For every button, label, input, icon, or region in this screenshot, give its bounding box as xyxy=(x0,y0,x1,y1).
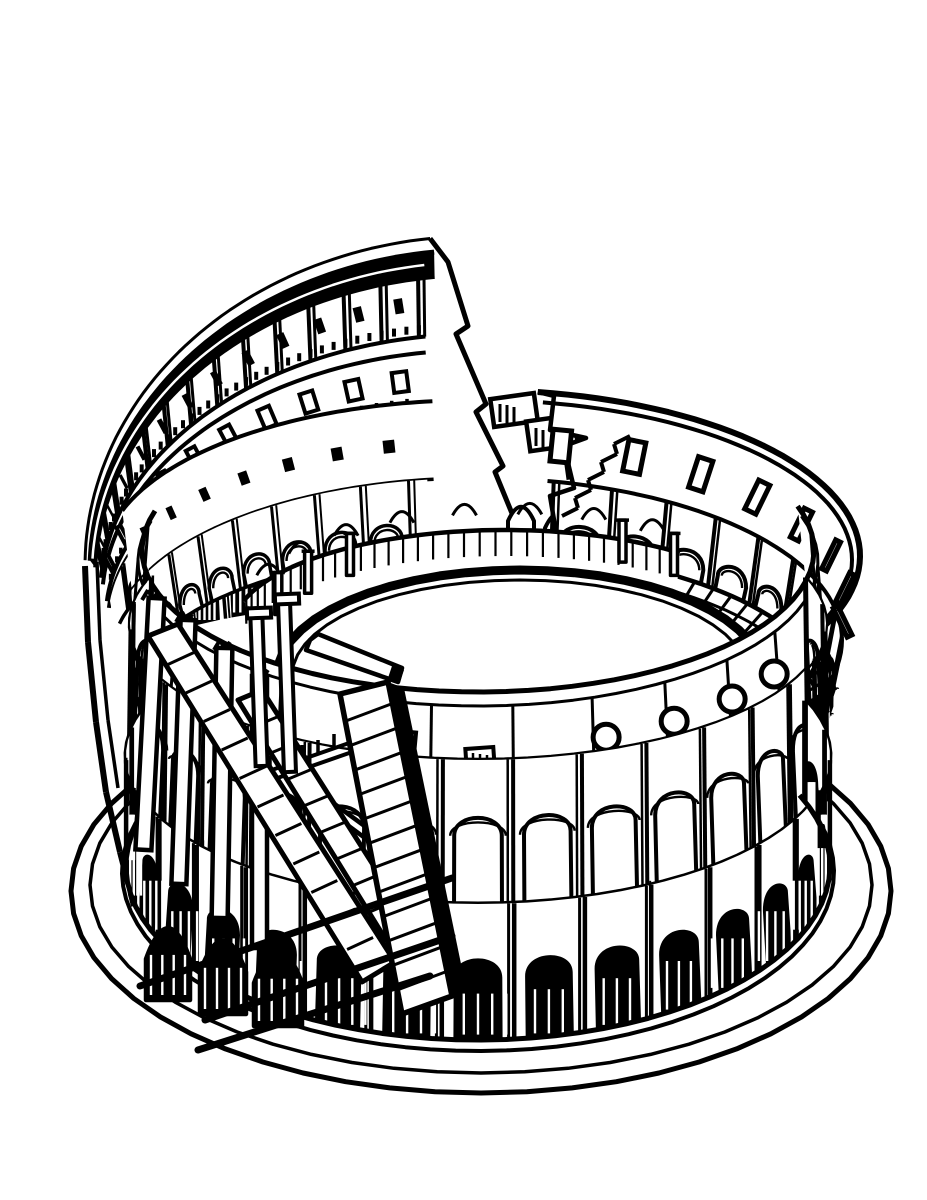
left-ruins xyxy=(133,588,466,1029)
ground-path-lines xyxy=(136,874,456,1054)
